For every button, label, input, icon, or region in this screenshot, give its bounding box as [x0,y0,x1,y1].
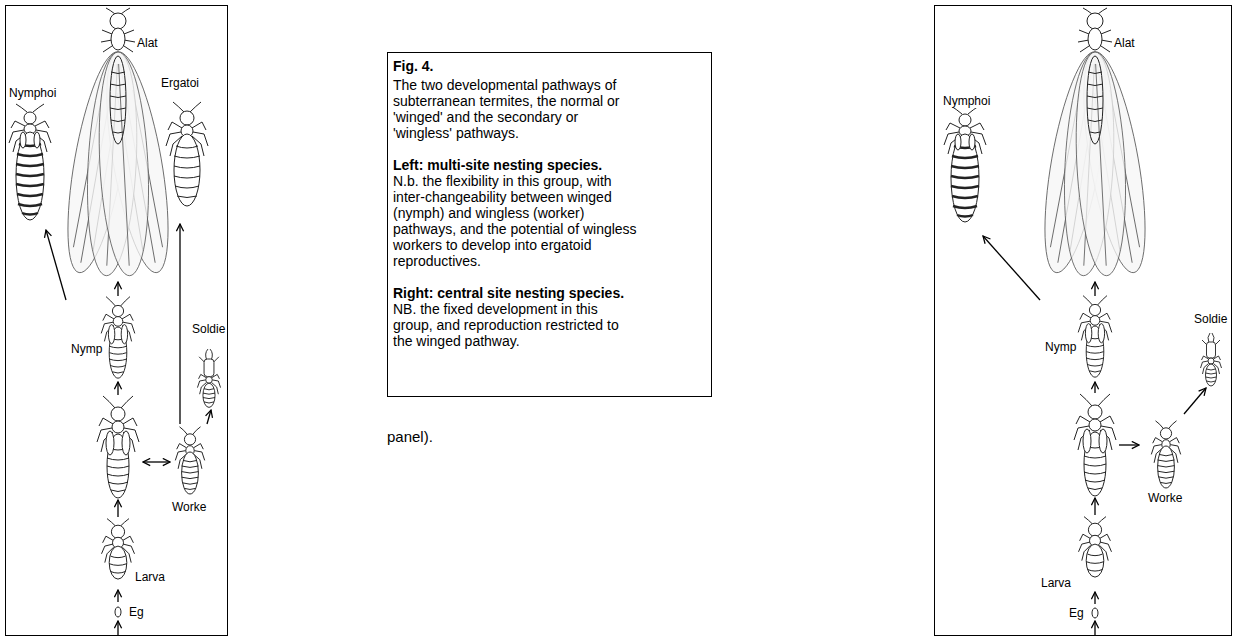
caption-paragraph: The two developmental pathways of subter… [393,77,641,141]
soldier-drawing [1201,333,1222,386]
stage-label: Soldie [191,322,226,336]
stage-label: Larva [134,570,166,584]
stage-node: Nymphoi [6,84,59,230]
worker-drawing [1151,421,1180,488]
stage-label: Alat [136,36,159,50]
development-arrow [117,590,118,602]
stage-node: Alat [66,8,190,282]
egg-drawing [115,607,121,617]
panel-frame [935,6,1232,636]
alate-drawing [55,8,180,277]
larva-drawing [102,519,135,580]
stage-label: Nymphoi [942,94,991,108]
caption-text: N.b. the flexibility in this group, with… [393,173,637,269]
stage-arrow [143,461,170,462]
development-arrow [1184,388,1206,414]
caption-paragraph: N.b. the flexibility in this group, with… [393,173,641,269]
stage-arrow [117,382,118,395]
stage-node: Worke [1140,414,1192,508]
nymphoid-drawing [9,104,51,220]
stage-node: Soldie [190,320,228,410]
stage-label: Alat [1113,36,1136,50]
stage-node: Larva [100,518,170,590]
caption-text: The two developmental pathways of subter… [393,77,619,141]
ergatoid-drawing [166,102,208,206]
nymph-drawing [101,297,135,379]
nymph-drawing [1074,394,1116,496]
stage-node: Eg [1066,604,1110,624]
stage-label: Ergatoi [160,76,200,90]
caption-paragraph: Left: multi-site nesting species. [393,157,641,173]
development-arrow [983,236,1040,300]
stage-label: Soldie [1193,312,1228,326]
stage-label: Nymp [70,342,103,356]
stage-node: Eg [108,602,150,624]
stage-label: Eg [1068,606,1085,620]
stage-node: Larva [1036,516,1115,592]
stage-node: Alat [1043,8,1167,282]
nymph-drawing [1078,296,1112,378]
caption-box: Fig. 4. The two developmental pathways of… [387,52,712,397]
stage-arrow [1094,621,1095,635]
stage-arrow [1119,444,1139,445]
stage-label: Larva [1040,576,1072,590]
larva-drawing [1079,517,1112,578]
caption-paragraph: Right: central site nesting species. NB.… [393,285,641,349]
stage-label: Nymphoi [8,86,57,100]
caption-heading: Fig. 4. [393,58,433,74]
stage-label: Nymp [1044,340,1077,354]
development-arrow [1094,282,1095,296]
development-arrow [117,282,118,296]
caption-heading: Right: central site nesting species. [393,285,624,301]
development-arrow [46,230,66,300]
stage-node: Nymphoi [940,92,995,236]
stage-label: Eg [128,605,145,619]
caption-text: NB. the fixed development in this group,… [393,301,619,349]
stage-arrow [117,500,118,517]
stage-arrow [1094,382,1095,393]
alate-drawing [1032,8,1157,277]
caption-paragraph: Fig. 4. [393,58,641,74]
stage-label: Worke [1147,491,1183,505]
stage-arrow [118,382,1139,635]
stage-node: Worke [162,424,218,516]
development-arrow [1094,592,1095,604]
nymphoid-drawing [944,106,986,222]
stage-node: Nymp [1040,296,1125,380]
development-arrow [179,224,180,424]
stage-node: Soldie [1192,310,1230,388]
stage-node: Nymp [66,296,150,380]
note-text: panel). [387,428,433,446]
stage-node: Ergatoi [158,74,216,224]
stage-arrow [117,621,118,635]
worker-drawing [175,427,204,494]
development-arrow [207,410,211,424]
nymph-drawing [97,396,139,498]
stage-label: Worke [171,500,207,514]
stage-arrow [1094,498,1095,515]
caption-heading: Left: multi-site nesting species. [393,157,602,173]
panel-frame [6,6,228,636]
soldier-drawing [197,349,220,407]
termite-figures [9,8,1222,618]
egg-drawing [1092,608,1098,618]
